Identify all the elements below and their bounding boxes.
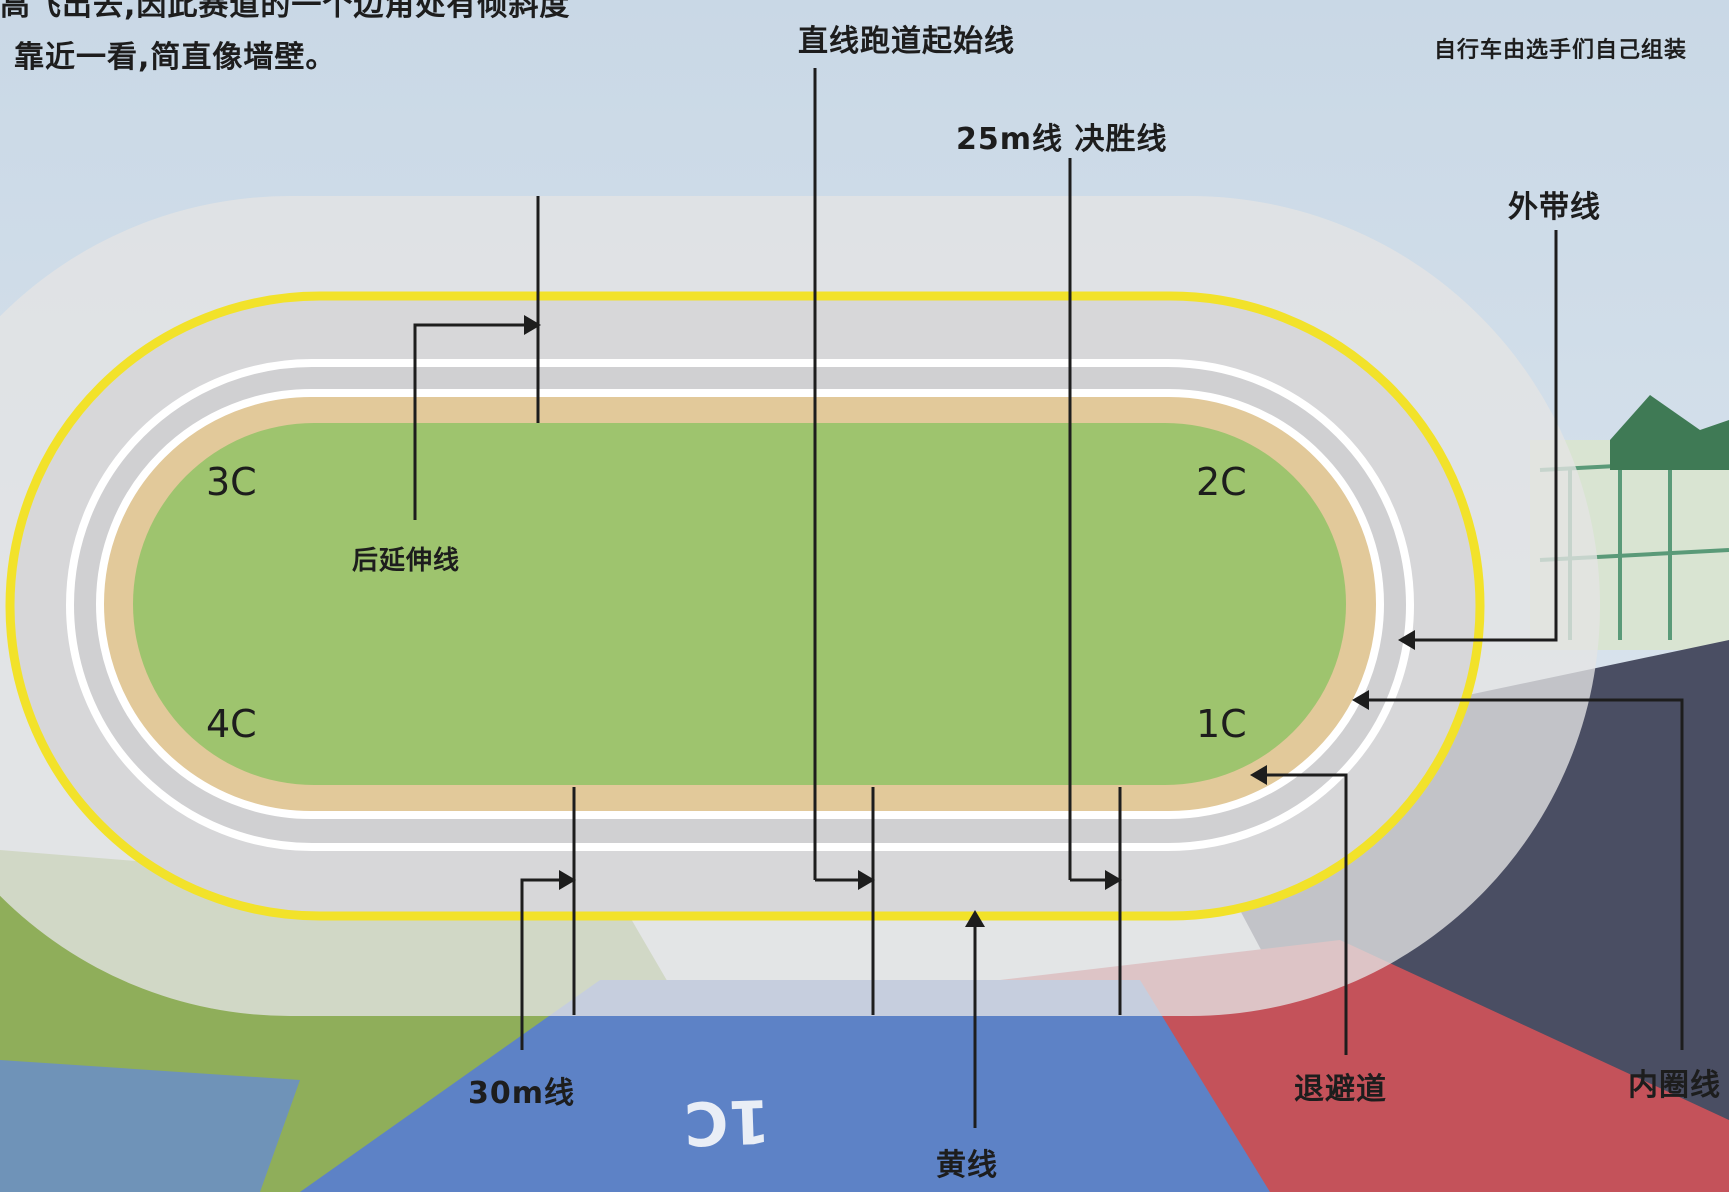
arrow-finish-line [1105, 870, 1122, 890]
corner-2c: 2C [1196, 460, 1247, 504]
back-extension-leader [413, 323, 530, 520]
water-channel [0, 1060, 300, 1192]
arrow-start-line [858, 870, 875, 890]
label-yellow-line: 黄线 [936, 1148, 998, 1183]
road-marking: 1C [683, 1085, 771, 1158]
road-blue [300, 980, 1270, 1192]
outer-band-leader [1410, 230, 1558, 642]
top-right-note: 自行车由选手们自己组装 [1434, 38, 1688, 63]
line-30m-leader [520, 878, 566, 1050]
infield [133, 423, 1346, 785]
label-outer-band: 外带线 [1508, 190, 1601, 225]
tree [1610, 395, 1729, 470]
arrow-outer-band [1398, 630, 1415, 650]
arrow-yellow-line [965, 910, 985, 927]
arrow-back-extension [524, 315, 541, 335]
inner-circle-leader [1365, 698, 1684, 1050]
label-30m-line: 30m线 [468, 1076, 576, 1111]
arrow-escape-lane [1250, 765, 1267, 785]
arrow-30m [559, 870, 576, 890]
arrowheads [524, 315, 1415, 927]
intro-line-2: 靠近一看,简直像墙壁。 [14, 40, 337, 75]
intro-line-1: 高飞出去,因此赛道的一个边角处有倾斜度 [0, 0, 571, 23]
label-escape-lane: 退避道 [1294, 1072, 1387, 1107]
leader-lines [413, 68, 1684, 1128]
corner-3c: 3C [206, 460, 257, 504]
label-inner-circle: 内圈线 [1628, 1068, 1721, 1103]
arrow-inner-circle [1352, 690, 1369, 710]
label-back-extension: 后延伸线 [352, 546, 461, 576]
label-start-line: 直线跑道起始线 [798, 24, 1015, 59]
corner-1c: 1C [1196, 702, 1247, 746]
label-finish-line: 25m线 决胜线 [956, 122, 1168, 157]
escape-lane-leader [1262, 773, 1348, 1055]
corner-4c: 4C [206, 702, 257, 746]
